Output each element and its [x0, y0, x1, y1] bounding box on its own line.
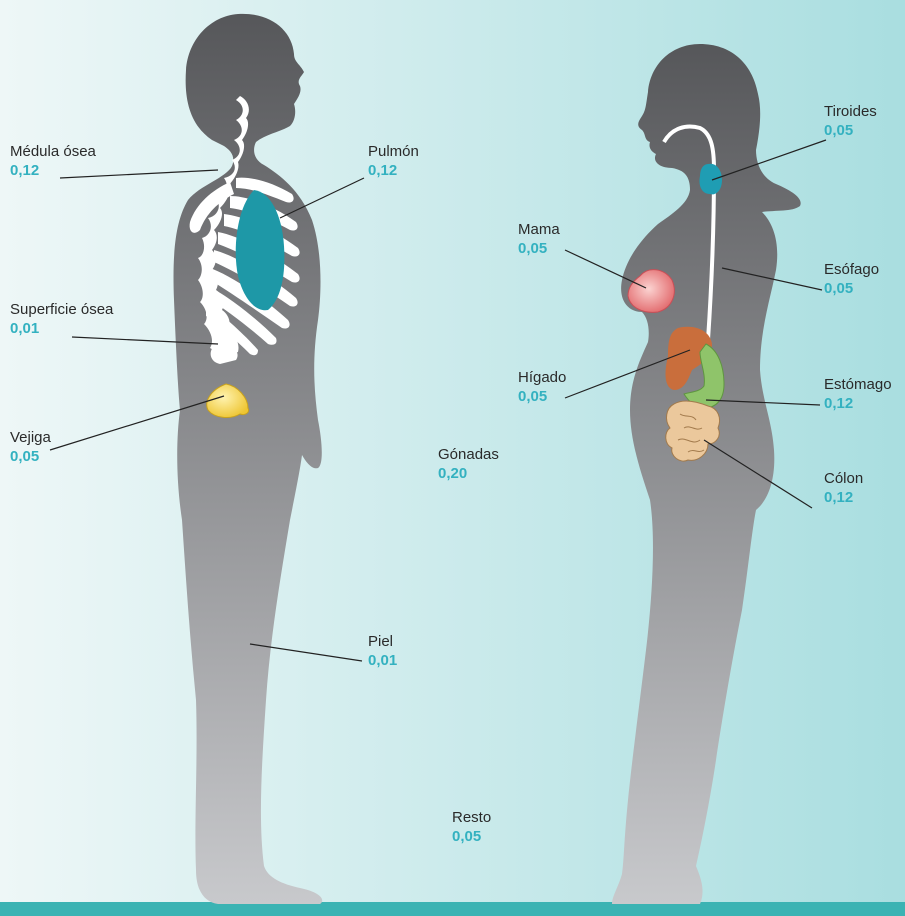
label-mama-value: 0,05: [518, 239, 560, 258]
label-vejiga: Vejiga 0,05: [10, 428, 51, 466]
label-superficie-name: Superficie ósea: [10, 300, 113, 319]
label-pulmon: Pulmón 0,12: [368, 142, 419, 180]
label-vejiga-value: 0,05: [10, 447, 51, 466]
label-higado-value: 0,05: [518, 387, 566, 406]
label-tiroides-value: 0,05: [824, 121, 877, 140]
label-piel-name: Piel: [368, 632, 397, 651]
label-estomago-name: Estómago: [824, 375, 892, 394]
label-superficie: Superficie ósea 0,01: [10, 300, 113, 338]
label-resto-name: Resto: [452, 808, 491, 827]
label-resto-value: 0,05: [452, 827, 491, 846]
label-higado: Hígado 0,05: [518, 368, 566, 406]
bottom-band: [0, 902, 905, 916]
label-gonadas: Gónadas 0,20: [438, 445, 499, 483]
label-medula: Médula ósea 0,12: [10, 142, 96, 180]
label-piel: Piel 0,01: [368, 632, 397, 670]
label-esofago-name: Esófago: [824, 260, 879, 279]
label-mama-name: Mama: [518, 220, 560, 239]
label-pulmon-value: 0,12: [368, 161, 419, 180]
label-higado-name: Hígado: [518, 368, 566, 387]
label-colon: Cólon 0,12: [824, 469, 863, 507]
label-pulmon-name: Pulmón: [368, 142, 419, 161]
label-tiroides-name: Tiroides: [824, 102, 877, 121]
label-mama: Mama 0,05: [518, 220, 560, 258]
label-resto: Resto 0,05: [452, 808, 491, 846]
label-gonadas-name: Gónadas: [438, 445, 499, 464]
label-tiroides: Tiroides 0,05: [824, 102, 877, 140]
label-colon-value: 0,12: [824, 488, 863, 507]
label-vejiga-name: Vejiga: [10, 428, 51, 447]
label-medula-name: Médula ósea: [10, 142, 96, 161]
label-colon-name: Cólon: [824, 469, 863, 488]
label-estomago: Estómago 0,12: [824, 375, 892, 413]
label-esofago: Esófago 0,05: [824, 260, 879, 298]
label-medula-value: 0,12: [10, 161, 96, 180]
label-superficie-value: 0,01: [10, 319, 113, 338]
label-gonadas-value: 0,20: [438, 464, 499, 483]
label-esofago-value: 0,05: [824, 279, 879, 298]
label-estomago-value: 0,12: [824, 394, 892, 413]
label-piel-value: 0,01: [368, 651, 397, 670]
